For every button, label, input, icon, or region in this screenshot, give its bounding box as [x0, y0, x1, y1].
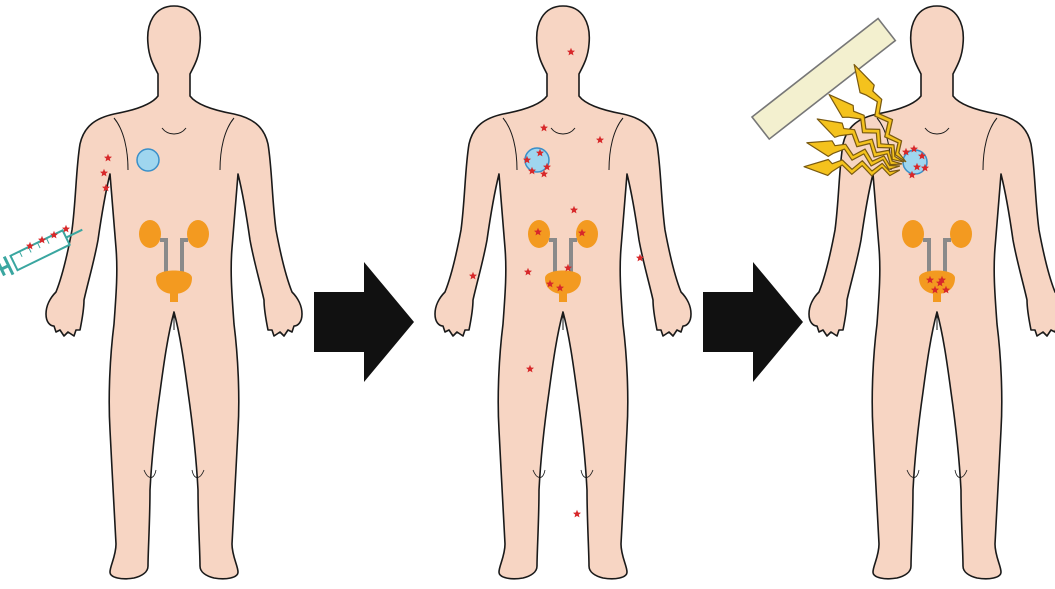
step-arrow-2: [703, 262, 803, 382]
step-arrow-1: [314, 262, 414, 382]
figure-injection: [0, 6, 302, 579]
figure-distribution: [435, 6, 691, 579]
thyroid-1: [137, 149, 159, 171]
radiotracer-star: [573, 510, 581, 518]
figure-detection: [752, 6, 1055, 579]
